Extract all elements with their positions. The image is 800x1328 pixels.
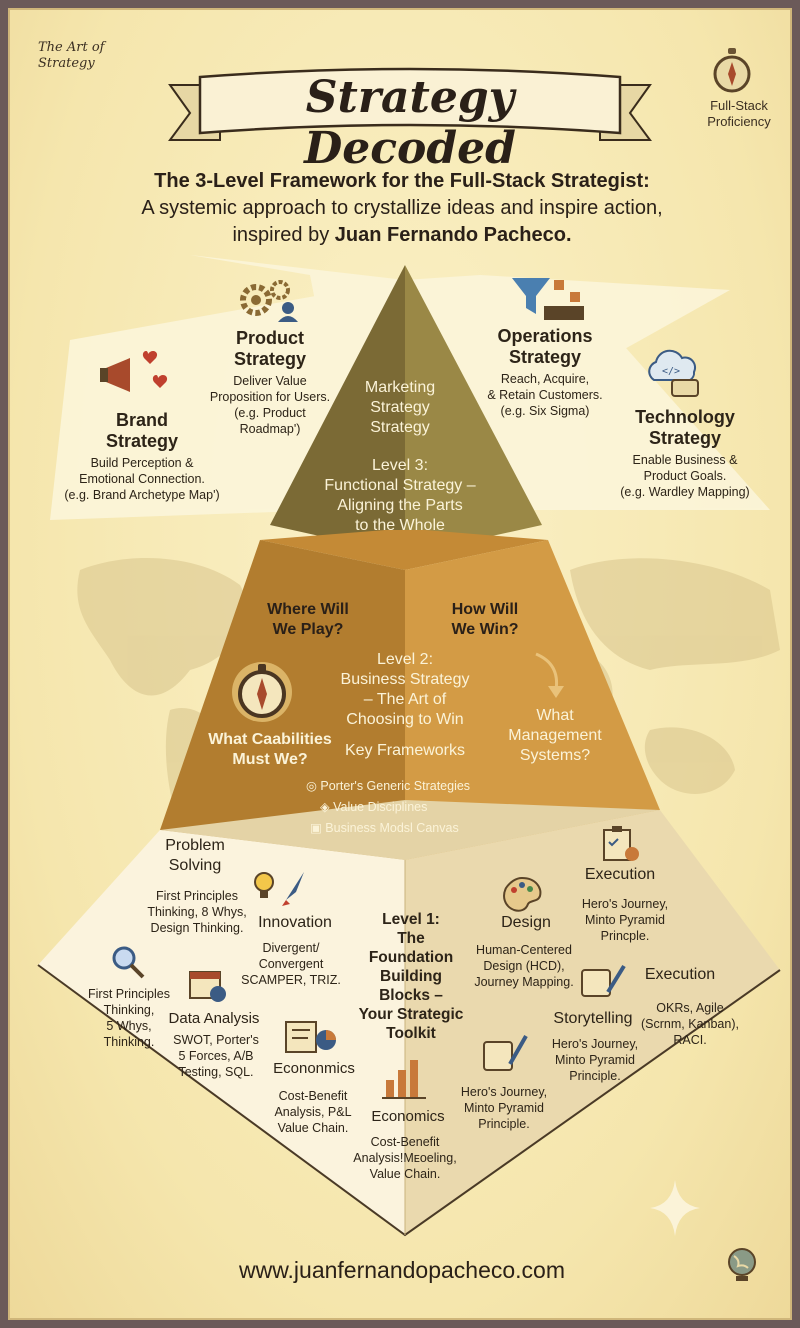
execution-heading-b: Execution <box>644 966 716 983</box>
level1-left-face <box>38 830 405 1235</box>
level3-left-face <box>270 265 405 555</box>
brand-strategy-block: Brand Strategy Build Perception & Emotio… <box>64 410 220 502</box>
level2-title: Level 2: Business Strategy – The Art of … <box>340 651 470 728</box>
first-principles-desc: First Principles Thinking, 5 Whys, Think… <box>88 987 170 1049</box>
calendar-chart-icon <box>189 971 226 1002</box>
problem-solving-heading: Problem Solving <box>165 837 225 874</box>
economics-heading-b: Economics <box>371 1108 445 1125</box>
economics-desc-b: Cost-Benefit Analysis!Mᴇoeling, Value Ch… <box>353 1135 457 1181</box>
execution-desc-a: Hero's Journey, Minto Pyramid Princple. <box>581 897 669 943</box>
level1-title: Level 1: The Foundation Building Blocks … <box>358 911 464 1042</box>
economics-desc-a: Cost-Benefit Analysis, P&L Value Chain. <box>274 1089 352 1135</box>
design-heading: Design <box>501 914 551 931</box>
level2-right-face <box>405 540 660 860</box>
key-frameworks-list: ◎ Porter's Generic Strategies ◈ Value Di… <box>306 776 506 839</box>
framework-item: ▣ Business Modsl Canvas <box>310 821 459 835</box>
level3-title: Level 3: Functional Strategy – Aligning … <box>324 457 476 534</box>
corner-tagline: The Art of Strategy <box>38 40 105 71</box>
execution-desc-b: OKRs, Agile (Scrnm, Kanban), RACI. <box>641 1001 739 1047</box>
innovation-heading: Innovation <box>258 914 332 931</box>
design-desc: Human-Centered Design (HCD), Journey Map… <box>474 943 574 989</box>
title-ribbon <box>168 67 652 141</box>
gears-icon <box>240 280 298 322</box>
world-map-background <box>77 558 780 832</box>
heros-journey-desc: Hero's Journey, Minto Pyramid Principle. <box>460 1085 548 1131</box>
palette-icon <box>503 876 542 912</box>
level2-question-capabilities: What Caabilities Must We? <box>208 731 332 768</box>
footer-url[interactable]: www.juanfernandopacheco.com <box>238 1257 566 1283</box>
lightbulb-rocket-icon <box>254 872 304 906</box>
execution-heading-a: Execution <box>584 866 656 883</box>
sparkle-icon <box>650 1180 700 1236</box>
problem-solving-desc: First Principles Thinking, 8 Whys, Desig… <box>147 889 247 935</box>
cloud-code-icon: </> <box>648 349 699 397</box>
framework-item: ◎ Porter's Generic Strategies <box>306 779 471 793</box>
compass-icon <box>232 662 292 722</box>
svg-text:</>: </> <box>662 366 680 377</box>
scroll-quill-icon <box>581 964 626 997</box>
subtitle: The 3-Level Framework for the Full-Stack… <box>141 170 663 246</box>
level2-question-how: How Will We Win? <box>451 601 519 638</box>
bar-chart-icon <box>382 1060 426 1099</box>
page-title: Strategy Decoded <box>304 72 516 174</box>
megaphone-icon <box>100 351 168 392</box>
level2-question-management: What Management Systems? <box>508 707 602 764</box>
level3-right-face <box>405 265 542 555</box>
funnel-icon <box>512 278 584 320</box>
magnifier-icon <box>112 946 145 979</box>
level2-question-where: Where Will We Play? <box>267 601 349 638</box>
clipboard-icon <box>603 826 639 861</box>
infographic-poster: The Art of Strategy Full-Stack Proficien… <box>8 8 792 1320</box>
innovation-desc: Divergent/ Convergent SCAMPER, TRIZ. <box>241 941 341 987</box>
storytelling-desc: Hero's Journey, Minto Pyramid Principle. <box>551 1037 639 1083</box>
level1-right-face <box>405 810 780 1235</box>
economics-heading-a: Econonmics <box>273 1060 355 1077</box>
compass-icon <box>713 48 751 93</box>
key-frameworks-title: Key Frameworks <box>344 742 466 759</box>
operations-strategy-block: Operations Strategy Reach, Acquire, & Re… <box>487 326 603 418</box>
full-stack-label: Full-Stack Proficiency <box>707 98 771 129</box>
storytelling-heading: Storytelling <box>553 1010 633 1027</box>
data-analysis-desc: SWOT, Porter's 5 Forces, A/B Testing, SQ… <box>173 1033 259 1079</box>
product-strategy-block: Product Strategy Deliver Value Propositi… <box>209 328 331 436</box>
level3-top-label: Marketing Strategy Strategy <box>364 379 436 436</box>
scroll-quill-icon <box>483 1035 528 1071</box>
technology-strategy-block: Technology Strategy Enable Business & Pr… <box>620 407 750 499</box>
report-chart-icon <box>285 1021 336 1053</box>
strategy-pyramid <box>37 265 781 1237</box>
globe-icon <box>728 1248 756 1281</box>
curved-arrow-icon <box>535 652 564 698</box>
data-analysis-heading: Data Analysis <box>168 1010 260 1027</box>
framework-item: ◈ Value Disciplines <box>320 800 428 814</box>
